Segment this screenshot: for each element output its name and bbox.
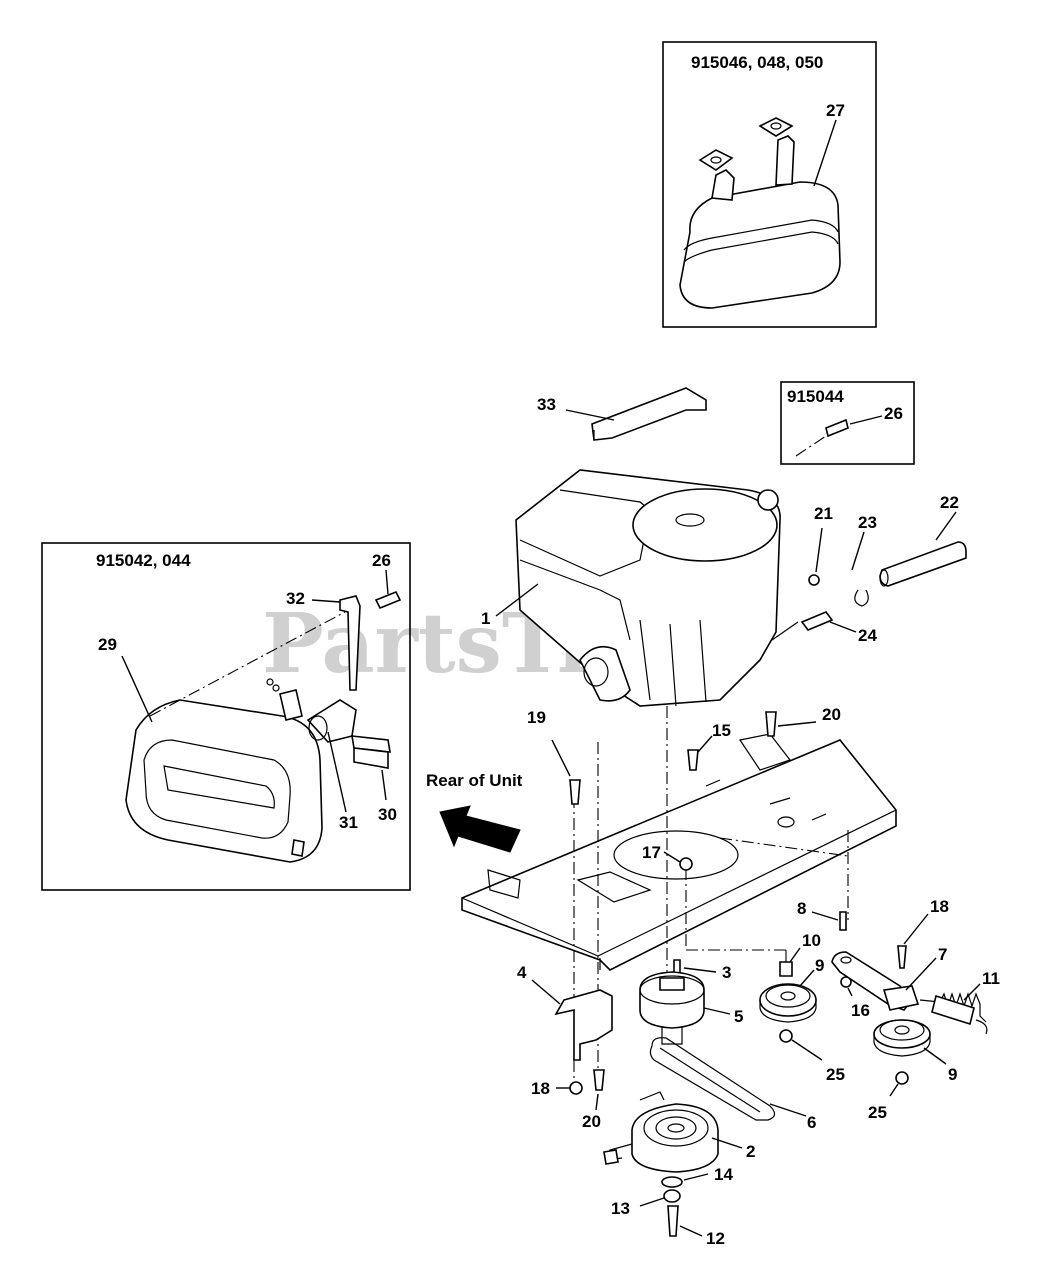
- inset-a-title: 915046, 048, 050: [691, 53, 823, 72]
- muffler-27-drawing: [679, 117, 841, 309]
- callout-29: 29: [98, 635, 117, 654]
- callout-26-inset-b: 26: [884, 404, 903, 423]
- heat-shield-33: 33: [537, 387, 707, 441]
- callout-30: 30: [378, 805, 397, 824]
- callout-21: 21: [814, 504, 833, 523]
- callout-16: 16: [851, 1001, 870, 1020]
- rear-arrow-icon: [439, 805, 521, 853]
- callout-4: 4: [517, 963, 527, 982]
- callout-18-bottom: 18: [531, 1079, 550, 1098]
- idler-pulley-9-lower: 9 25: [868, 1019, 957, 1122]
- callout-11: 11: [982, 969, 1000, 988]
- callout-17: 17: [642, 843, 661, 862]
- inset-bolt-26: 915044 26: [780, 381, 915, 465]
- pulley-5: 5: [639, 971, 743, 1045]
- engine-1: 1: [481, 469, 781, 707]
- belt-6: 6: [649, 1037, 816, 1132]
- bracket-32-drawing: [266, 590, 402, 721]
- callout-32: 32: [286, 589, 305, 608]
- callout-27: 27: [826, 101, 845, 120]
- callout-31: 31: [339, 813, 358, 832]
- callout-9-upper: 9: [815, 956, 824, 975]
- callout-24: 24: [858, 626, 877, 645]
- inset-b-frame: [780, 381, 915, 465]
- clutch-bolt-stack: 14 13 12: [611, 1165, 733, 1248]
- rear-direction-indicator: Rear of Unit: [426, 771, 523, 853]
- idler-pulley-9-upper: 9 25: [759, 956, 845, 1084]
- muffler-29-drawing: [125, 699, 323, 863]
- pipe-31-drawing: [306, 699, 357, 743]
- inset-muffler-29: 915042, 044 29 32 26 31: [41, 542, 411, 891]
- callout-25-upper: 25: [826, 1065, 845, 1084]
- callout-5: 5: [734, 1007, 743, 1026]
- inset-a-frame: [662, 41, 877, 328]
- callout-13: 13: [611, 1199, 630, 1218]
- clutch-2: 2: [603, 1091, 755, 1173]
- callout-7: 7: [938, 945, 947, 964]
- callout-2: 2: [746, 1142, 755, 1161]
- callout-18-right: 18: [930, 897, 949, 916]
- rear-of-unit-label: Rear of Unit: [426, 771, 523, 790]
- callout-22: 22: [940, 493, 959, 512]
- fittings-21-24: 21 22 23 24: [771, 493, 967, 645]
- mounting-plate: [461, 733, 897, 971]
- callout-12: 12: [706, 1229, 725, 1248]
- callout-15: 15: [712, 721, 731, 740]
- callout-8: 8: [797, 899, 806, 918]
- callout-23: 23: [858, 513, 877, 532]
- callout-20-top: 20: [822, 705, 841, 724]
- callout-3: 3: [722, 963, 731, 982]
- inset-c-title: 915042, 044: [96, 551, 191, 570]
- callout-26-inset-c: 26: [372, 551, 391, 570]
- callout-14: 14: [714, 1165, 733, 1184]
- inset-muffler-27: 915046, 048, 050 27: [662, 41, 877, 328]
- inset-b-title: 915044: [787, 387, 844, 406]
- callout-19: 19: [527, 708, 546, 727]
- callout-33: 33: [537, 395, 556, 414]
- bracket-4: 4: [517, 963, 613, 1061]
- inset-c-frame: [41, 542, 411, 891]
- idler-arm-7: 7: [831, 945, 947, 1011]
- clamp-30-drawing: [351, 735, 391, 769]
- callout-1: 1: [481, 609, 490, 628]
- spring-11: 11: [919, 969, 1000, 1035]
- callout-6: 6: [807, 1113, 816, 1132]
- hardware: 19 15 20 17 8 3 10 18 16 18: [527, 705, 949, 1131]
- callout-9-lower: 9: [948, 1065, 957, 1084]
- callout-10: 10: [802, 931, 821, 950]
- callout-20-bottom: 20: [582, 1112, 601, 1131]
- callout-25-lower: 25: [868, 1103, 887, 1122]
